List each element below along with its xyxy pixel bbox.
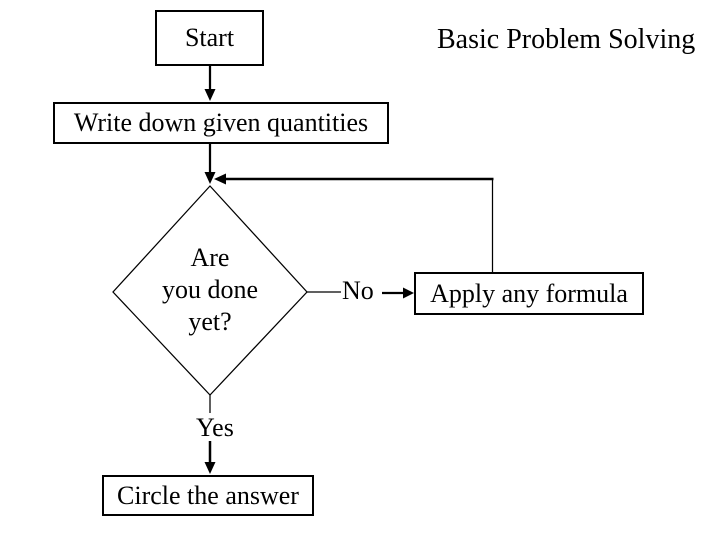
node-circle-the-answer: Circle the answer xyxy=(102,475,314,516)
write-to-decision-arrowhead-icon xyxy=(204,172,216,184)
yes-to-circle-arrowhead-icon xyxy=(204,462,216,474)
feedback-arrowhead-icon xyxy=(214,173,226,185)
decision-line-3: yet? xyxy=(188,307,232,336)
node-circle-label: Circle the answer xyxy=(117,480,299,510)
decision-line-1: Are xyxy=(190,243,230,272)
node-decision-label: Are you done yet? xyxy=(130,242,290,338)
node-apply-label: Apply any formula xyxy=(430,278,628,308)
edge-label-yes: Yes xyxy=(196,413,234,442)
start-to-write-arrowhead-icon xyxy=(204,89,216,101)
node-write-down-label: Write down given quantities xyxy=(73,108,369,137)
node-apply-any-formula: Apply any formula xyxy=(414,272,644,315)
node-write-down-given-quantities: Write down given quantities xyxy=(53,102,389,144)
diagram-title: Basic Problem Solving xyxy=(437,24,696,55)
no-to-apply-arrowhead-icon xyxy=(403,287,414,299)
edge-label-no: No xyxy=(342,276,374,305)
decision-line-2: you done xyxy=(161,275,259,304)
node-start: Start xyxy=(155,10,264,66)
node-start-label: Start xyxy=(184,23,235,52)
